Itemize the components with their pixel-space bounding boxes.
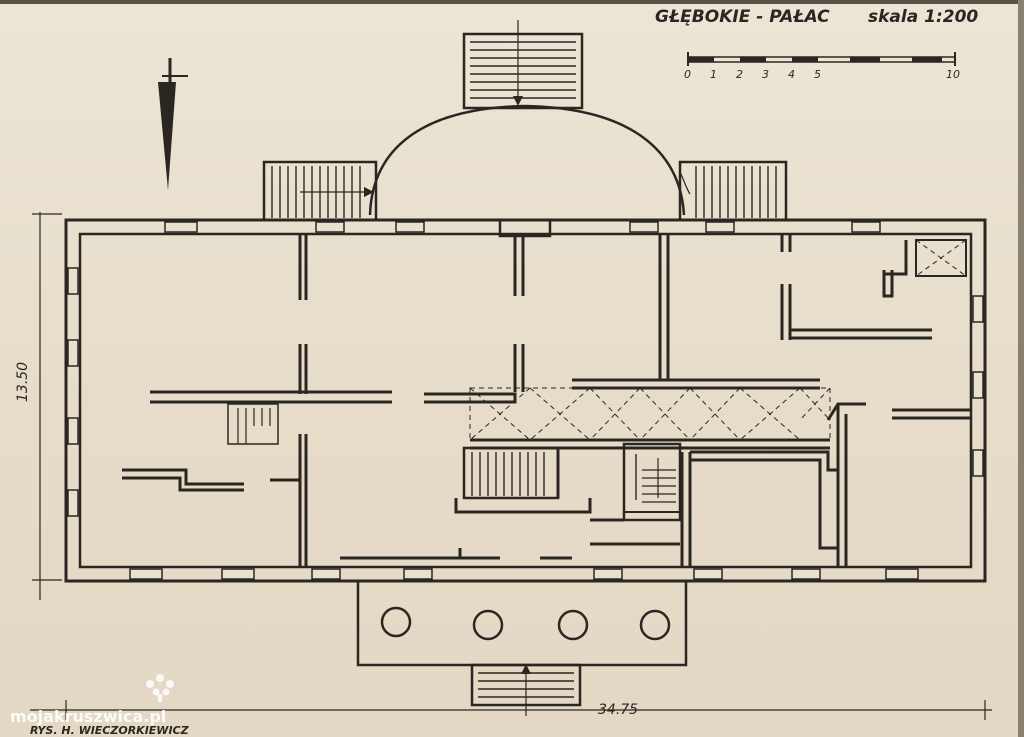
top-paper-edge: [0, 0, 1024, 4]
north-stairs: [462, 20, 584, 110]
vaulted-corridor: [469, 387, 831, 441]
width-dimension: 34.75: [30, 700, 992, 720]
rotunda-outline: [368, 104, 686, 216]
author-credit: RYS. H. WIECZORKIEWICZ: [30, 724, 190, 737]
south-portico: [356, 579, 688, 667]
width-dimension-label: 34.75: [598, 702, 638, 718]
scale-tick-10: 10: [946, 68, 960, 81]
interior-walls: [122, 218, 971, 567]
scale-tick-2: 2: [736, 68, 743, 81]
scale-tick-3: 3: [762, 68, 769, 81]
drawing-title: GŁĘBOKIE - PAŁAC: [655, 7, 830, 27]
north-arrow-icon: [158, 58, 188, 190]
scale-tick-5: 5: [814, 68, 821, 81]
west-terrace-stairs: [262, 160, 378, 222]
south-stairs: [470, 663, 582, 716]
watermark-logo-icon: [146, 674, 174, 702]
height-dimension: 13.50: [15, 212, 62, 600]
right-paper-edge: [1018, 0, 1024, 737]
scale-tick-0: 0: [684, 68, 691, 81]
height-dimension-label: 13.50: [15, 362, 31, 402]
scale-tick-4: 4: [788, 68, 795, 81]
watermark-text: mojakruszwica.pl: [10, 707, 166, 726]
scale-label: skala 1:200: [868, 7, 978, 27]
scale-tick-1: 1: [710, 68, 717, 81]
east-terrace-stairs: [678, 160, 788, 222]
scale-bar: 0 1 2 3 4 5 10: [684, 52, 960, 81]
